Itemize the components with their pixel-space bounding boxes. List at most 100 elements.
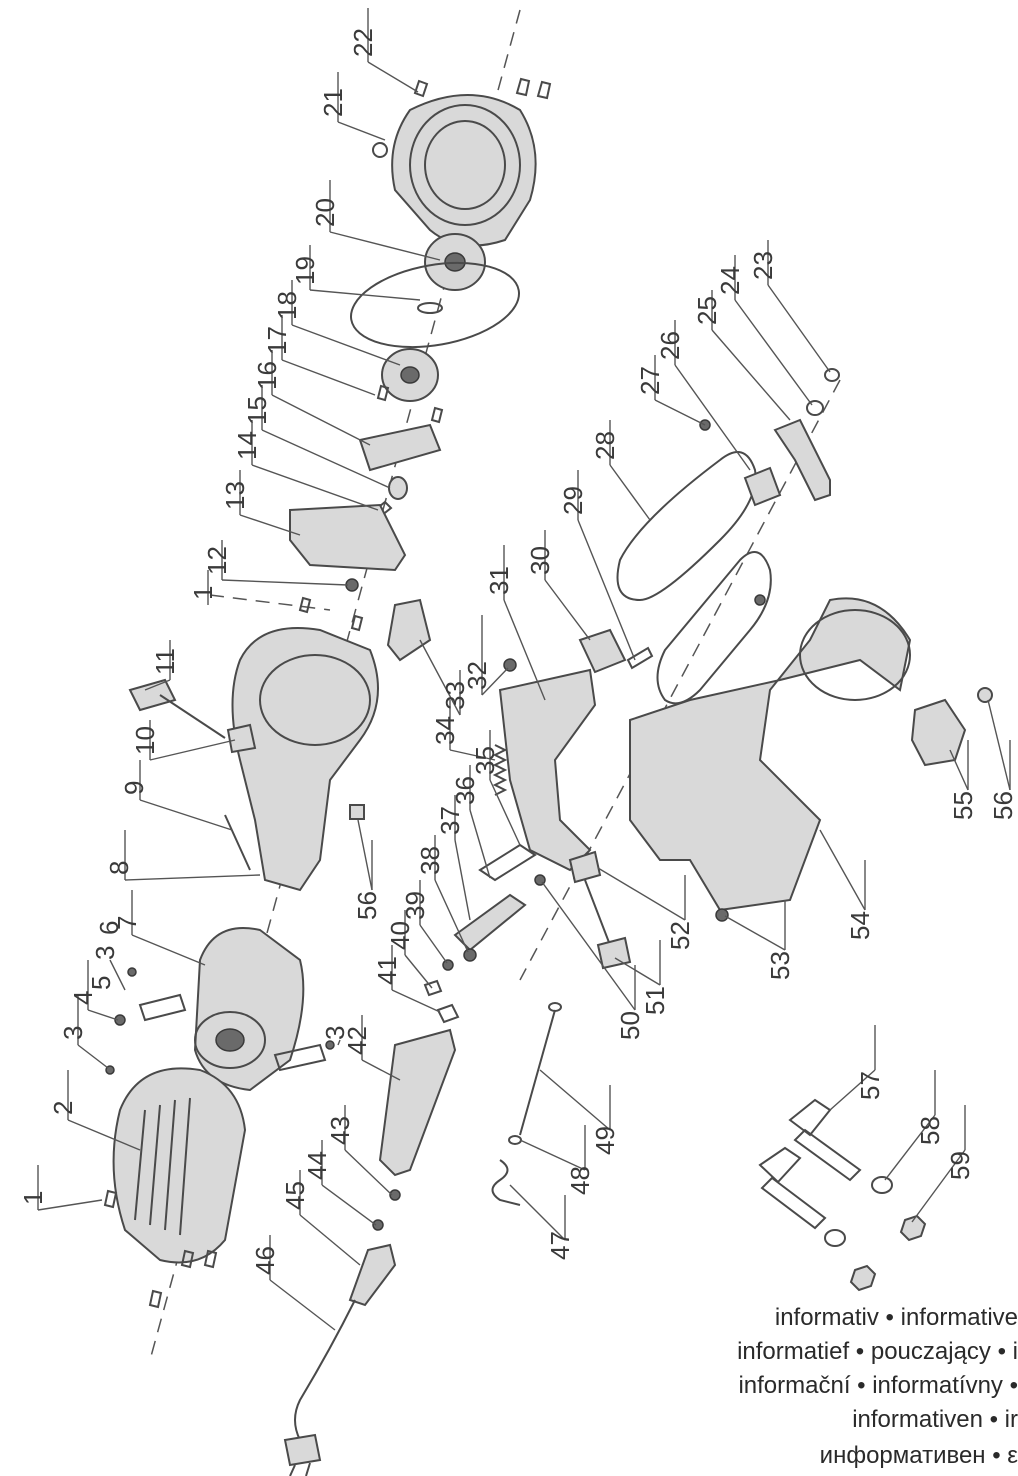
callout-label: 42 (342, 1026, 372, 1055)
callout-label: 2 (48, 1101, 78, 1115)
legend-line: информативен • ε (819, 1442, 1018, 1469)
callout-label: 21 (318, 88, 348, 117)
callout-label: 54 (845, 911, 875, 940)
screw-set-top (413, 77, 552, 100)
callout-label: 24 (715, 266, 745, 295)
motor-housing-part (193, 927, 305, 1092)
callout-label: 6 (94, 921, 124, 935)
callout-label: 8 (104, 861, 134, 875)
switch-handle-part (378, 1028, 457, 1177)
callout-label: 9 (119, 781, 149, 795)
callout-label: 10 (130, 726, 160, 755)
callout-label: 26 (655, 331, 685, 360)
cable-sleeve-part (348, 1243, 397, 1307)
callout-label: 40 (385, 921, 415, 950)
callout-label: 37 (435, 806, 465, 835)
callout-label: 30 (525, 546, 555, 575)
bolt-29 (626, 646, 654, 670)
callout-label: 22 (348, 28, 378, 57)
power-cord-part (283, 1299, 356, 1476)
callout-label: 1 (188, 586, 218, 600)
callout-label: 41 (372, 956, 402, 985)
callout-label: 58 (915, 1116, 945, 1145)
spring-part (492, 744, 508, 796)
switch-screws (372, 1189, 401, 1231)
callout-label: 50 (615, 1011, 645, 1040)
legend-line: informační • informatívny • (738, 1372, 1018, 1399)
callout-label: 27 (635, 366, 665, 395)
lock-lever-part (453, 843, 537, 962)
callout-label: 25 (692, 296, 722, 325)
mounting-hardware-part (758, 1098, 927, 1292)
rear-housing-part (112, 1067, 247, 1264)
callout-label: 36 (450, 776, 480, 805)
callout-label: 7 (112, 916, 142, 930)
callout-label: 16 (252, 361, 282, 390)
callout-label: 31 (484, 566, 514, 595)
nut-56b (977, 687, 993, 703)
callout-label: 55 (948, 791, 978, 820)
callout-label: 23 (748, 251, 778, 280)
callout-label: 57 (855, 1071, 885, 1100)
callout-label: 18 (272, 291, 302, 320)
legend-line: informatief • pouczający • i (737, 1338, 1018, 1365)
callout-label: 3 (320, 1026, 350, 1040)
housing-screws (298, 578, 364, 632)
switch-parts (423, 959, 460, 1024)
pin-part (224, 814, 251, 871)
callout-label: 3 (58, 1026, 88, 1040)
callout-label: 19 (290, 256, 320, 285)
callout-label: 32 (462, 661, 492, 690)
brush-parts (105, 967, 335, 1075)
lever-part (386, 598, 432, 662)
callout-labels: 1 2 3 3 3 4 5 6 7 8 9 10 11 1 12 13 14 1… (18, 28, 1018, 1275)
bearing-part (388, 476, 408, 500)
legend-line: informativen • ir (852, 1406, 1018, 1433)
blade-guard-part (372, 94, 537, 247)
legend-line: informativ • informative (774, 1304, 1018, 1331)
callout-label: 44 (302, 1151, 332, 1180)
callout-label: 52 (665, 921, 695, 950)
callout-label: 56 (352, 891, 382, 920)
nut-small-b (754, 594, 766, 606)
inner-flange-part (381, 348, 439, 402)
callout-label: 14 (232, 431, 262, 460)
callout-label: 51 (640, 986, 670, 1015)
callout-label: 33 (440, 681, 470, 710)
callout-label: 4 (68, 991, 98, 1005)
callout-label: 17 (262, 326, 292, 355)
callout-label: 3 (90, 946, 120, 960)
base-part (629, 597, 912, 912)
vise-clamp-part (910, 698, 967, 767)
callout-label: 34 (430, 716, 460, 745)
callout-label: 12 (202, 546, 232, 575)
pin-axis (209, 594, 331, 611)
callout-label: 13 (220, 481, 250, 510)
gear-housing-part (231, 627, 379, 892)
callout-label: 20 (310, 198, 340, 227)
leader-lines (37, 8, 1011, 1331)
callout-label: 45 (280, 1181, 310, 1210)
callout-label: 28 (590, 431, 620, 460)
callout-label: 35 (470, 746, 500, 775)
callout-label: 59 (945, 1151, 975, 1180)
callout-label: 38 (415, 846, 445, 875)
callout-label: 49 (590, 1126, 620, 1155)
callout-label: 46 (250, 1246, 280, 1275)
support-rod-part (491, 1002, 562, 1206)
link-plates-part (616, 451, 772, 705)
pivot-bolt-part (568, 850, 632, 970)
callout-label: 15 (242, 396, 272, 425)
bushing-part (743, 466, 782, 507)
rear-screws (103, 1189, 218, 1309)
spindle-housing-part (289, 503, 407, 572)
nut-part (349, 804, 365, 820)
callout-label: 29 (558, 486, 588, 515)
spacer-part (578, 628, 627, 674)
nut-53 (715, 908, 729, 922)
callout-label: 43 (325, 1116, 355, 1145)
callout-label: 53 (765, 951, 795, 980)
brush-holders (138, 993, 327, 1072)
clamp-lever-part (773, 368, 840, 502)
